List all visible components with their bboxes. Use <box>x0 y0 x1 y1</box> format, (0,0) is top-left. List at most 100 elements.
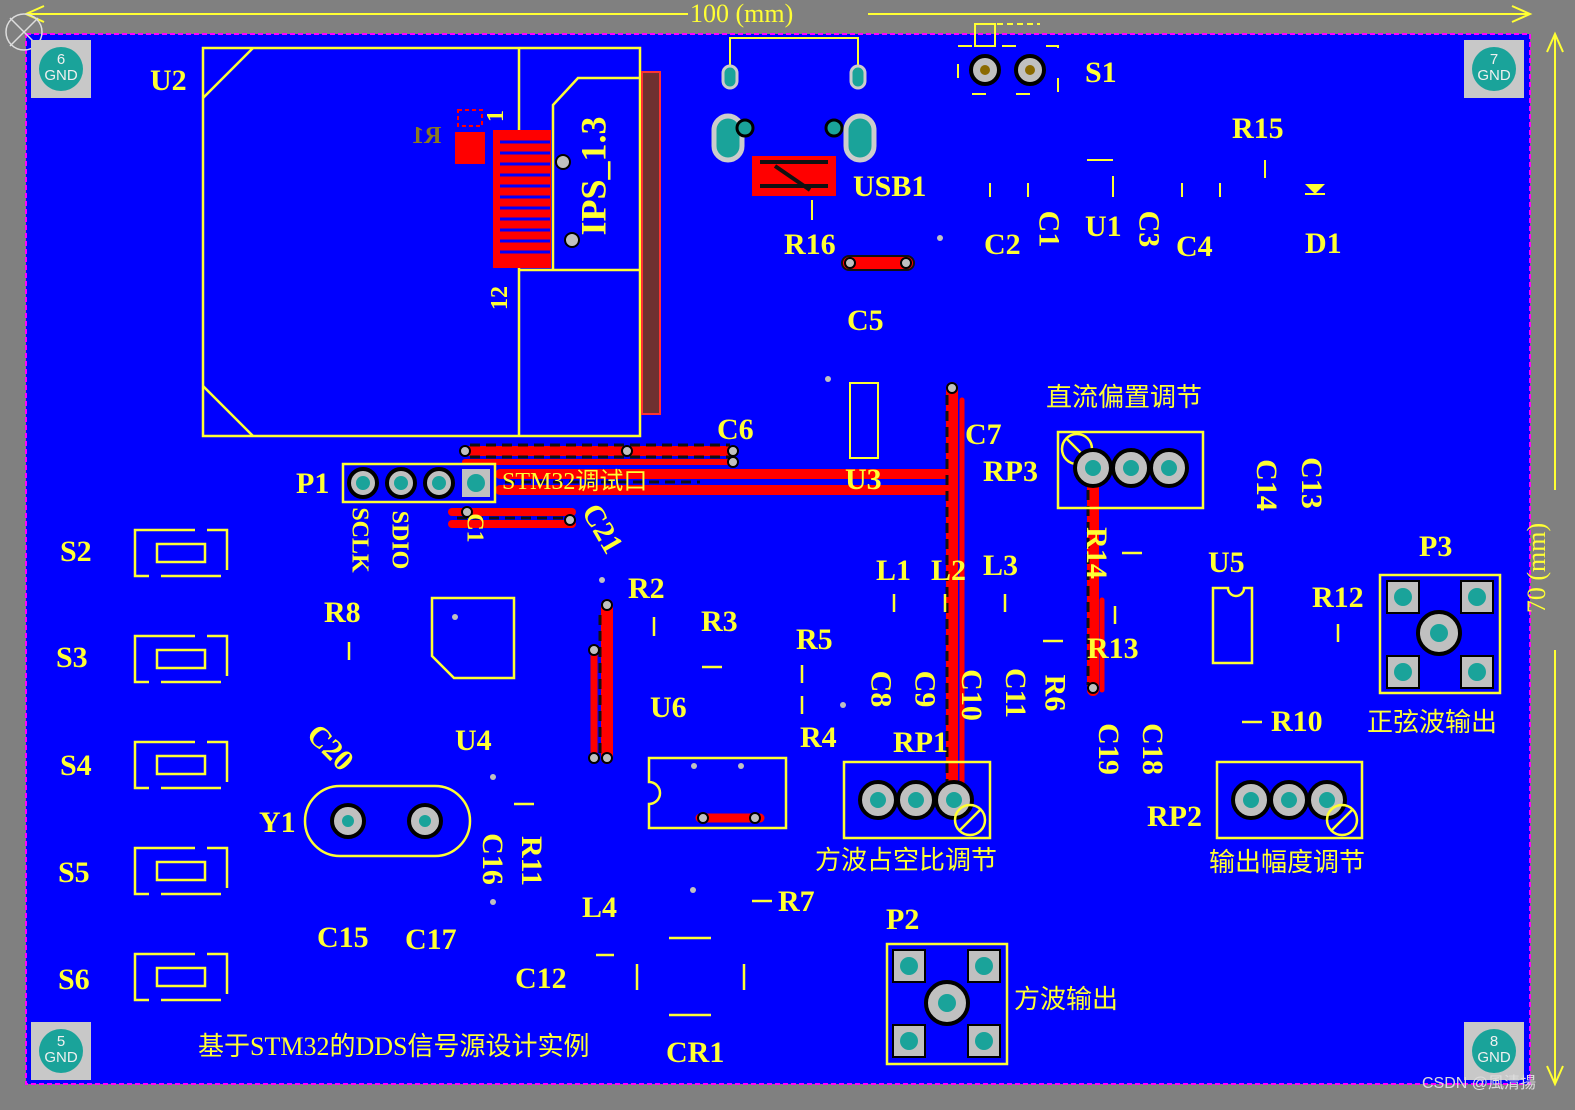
tact-switches <box>133 528 229 1002</box>
designator-u3[interactable]: U3 <box>845 463 882 496</box>
designator-r6[interactable]: R6 <box>1038 674 1072 712</box>
designator-c3[interactable]: C3 <box>1132 210 1166 248</box>
designator-s1[interactable]: S1 <box>1085 56 1117 89</box>
designator-usb1[interactable]: USB1 <box>853 170 927 203</box>
designator-u1[interactable]: U1 <box>1085 210 1122 243</box>
designator-rp1[interactable]: RP1 <box>893 726 948 759</box>
designator-s6[interactable]: S6 <box>58 963 90 996</box>
designator-c19[interactable]: C19 <box>1091 723 1125 775</box>
width-dimension-label: 100 (mm) <box>690 0 794 28</box>
note-dc-offset: 直流偏置调节 <box>1046 383 1203 412</box>
designator-r5[interactable]: R5 <box>796 623 833 656</box>
designator-c2[interactable]: C2 <box>984 228 1021 261</box>
designator-l2[interactable]: L2 <box>931 554 967 587</box>
designator-c8[interactable]: C8 <box>864 670 898 708</box>
designator-c17[interactable]: C17 <box>405 923 457 956</box>
designator-r12[interactable]: R12 <box>1312 581 1364 614</box>
note-square-out: 方波输出 <box>1014 985 1119 1014</box>
designator-cr1[interactable]: CR1 <box>666 1036 725 1069</box>
board-substrate <box>26 34 1530 1084</box>
designator-r7[interactable]: R7 <box>778 885 815 918</box>
designator-p2[interactable]: P2 <box>886 903 920 936</box>
designator-c5[interactable]: C5 <box>847 304 884 337</box>
rp1-trimmer <box>842 760 992 840</box>
fpc-fingers <box>493 130 551 268</box>
u3-outline <box>849 382 879 459</box>
note-debug-port: STM32调试口 <box>502 469 648 495</box>
designator-r10[interactable]: R10 <box>1271 705 1323 738</box>
designator-c10[interactable]: C10 <box>954 669 988 721</box>
p1-header <box>341 462 497 504</box>
designator-u4[interactable]: U4 <box>455 724 492 757</box>
watermark: CSDN @風清揚 <box>1422 1075 1537 1092</box>
designator-c1-small[interactable]: C1 <box>461 513 488 543</box>
designator-rp3[interactable]: RP3 <box>983 455 1038 488</box>
designator-c14[interactable]: C14 <box>1249 459 1283 511</box>
s1-footprint <box>957 23 1059 95</box>
designator-p1[interactable]: P1 <box>296 467 330 500</box>
origin-marker <box>5 13 43 51</box>
designator-c18[interactable]: C18 <box>1135 723 1169 775</box>
u2-display-outline <box>201 46 642 438</box>
designator-l4[interactable]: L4 <box>582 891 618 924</box>
designator-s3[interactable]: S3 <box>56 641 88 674</box>
designator-c13[interactable]: C13 <box>1294 457 1328 509</box>
designator-c1[interactable]: C1 <box>1032 210 1066 248</box>
designator-r1[interactable]: R1 <box>412 123 442 149</box>
designator-y1[interactable]: Y1 <box>259 806 296 839</box>
designator-c7[interactable]: C7 <box>965 418 1002 451</box>
designator-c12[interactable]: C12 <box>515 962 567 995</box>
designator-r8[interactable]: R8 <box>324 596 361 629</box>
designator-rp2[interactable]: RP2 <box>1147 800 1202 833</box>
designator-c4[interactable]: C4 <box>1176 230 1213 263</box>
copper-traces <box>448 382 1105 823</box>
designator-r16[interactable]: R16 <box>784 228 836 261</box>
board-outline <box>25 33 1531 1085</box>
designator-u5[interactable]: U5 <box>1208 546 1245 579</box>
designator-r11[interactable]: R11 <box>515 835 549 887</box>
pin1-mark: 1 <box>483 110 509 122</box>
designator-p3[interactable]: P3 <box>1419 530 1453 563</box>
label-sdio: SDIO <box>386 510 413 570</box>
designator-c15[interactable]: C15 <box>317 921 369 954</box>
designator-s4[interactable]: S4 <box>60 749 92 782</box>
p3-sma-connector <box>1378 573 1502 695</box>
designator-c11[interactable]: C11 <box>999 667 1033 719</box>
designator-ips[interactable]: IPS_1.3 <box>573 116 614 236</box>
height-dimension-label: 70 (mm) <box>1522 522 1552 614</box>
rp3-trimmer <box>1056 430 1205 510</box>
designator-c16[interactable]: C16 <box>475 833 509 885</box>
designator-s2[interactable]: S2 <box>60 535 92 568</box>
designator-l3[interactable]: L3 <box>983 549 1019 582</box>
designator-r13[interactable]: R13 <box>1087 632 1139 665</box>
p2-sma-connector <box>885 942 1009 1066</box>
board-title: 基于STM32的DDS信号源设计实例 <box>198 1032 590 1061</box>
pin12-mark: 12 <box>487 286 513 310</box>
designator-l1[interactable]: L1 <box>876 554 912 587</box>
designator-r3[interactable]: R3 <box>701 605 738 638</box>
designator-r2[interactable]: R2 <box>628 572 665 605</box>
usb1-footprint <box>711 37 877 220</box>
note-sine-out: 正弦波输出 <box>1367 708 1498 737</box>
y1-crystal <box>303 784 472 858</box>
designator-u6[interactable]: U6 <box>650 691 687 724</box>
designator-c9[interactable]: C9 <box>908 670 942 708</box>
designator-c6[interactable]: C6 <box>717 413 754 446</box>
designator-d1[interactable]: D1 <box>1305 227 1342 260</box>
designator-r14[interactable]: R14 <box>1079 527 1113 579</box>
u5-outline <box>1211 586 1254 665</box>
designator-r4[interactable]: R4 <box>800 721 837 754</box>
designator-s5[interactable]: S5 <box>58 856 90 889</box>
designator-u2[interactable]: U2 <box>150 64 187 97</box>
designator-r15[interactable]: R15 <box>1232 112 1284 145</box>
